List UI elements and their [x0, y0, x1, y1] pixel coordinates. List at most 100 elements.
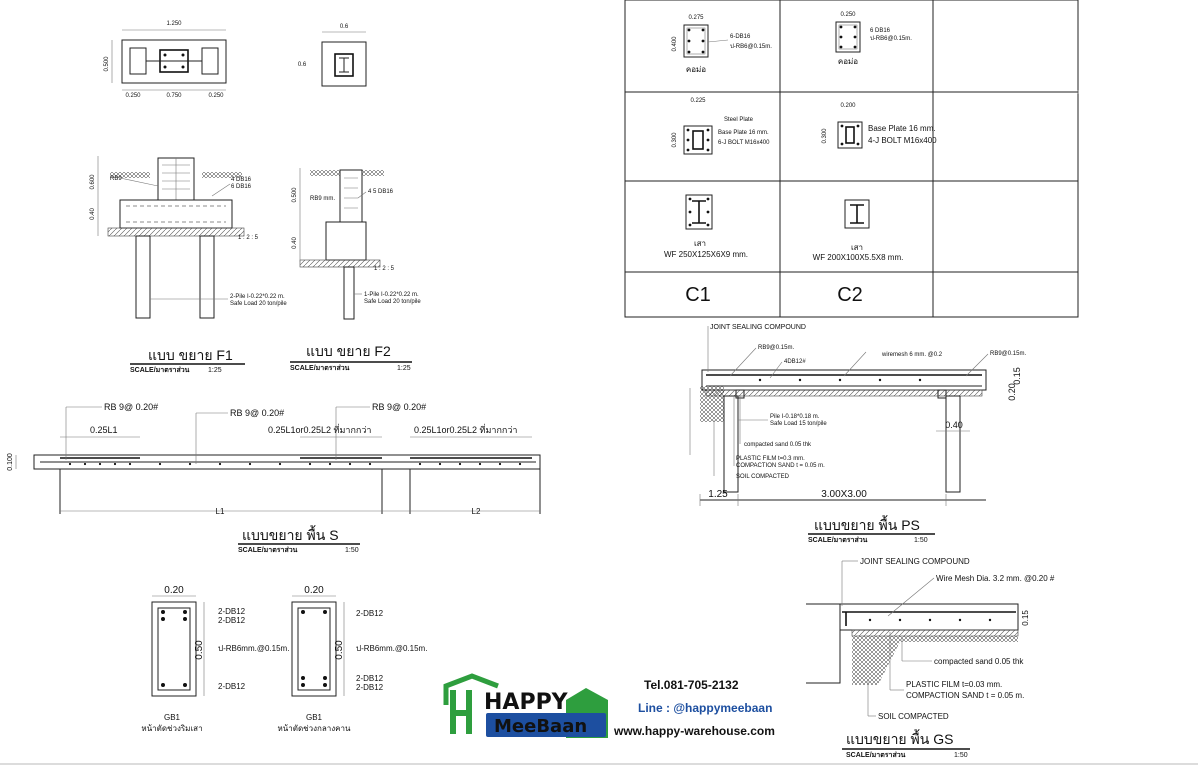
gs-compaction: COMPACTION SAND t = 0.05 m.	[906, 691, 1024, 700]
c1-top-db: 6-DB16	[730, 34, 751, 40]
gs-scale: 1:50	[954, 752, 968, 759]
gb1-mid-w: 0.20	[304, 585, 324, 596]
brand-tel: Tel.081-705-2132	[644, 678, 739, 692]
f1-sec-pile: 2-Pile I-0.22*0.22 m.	[230, 294, 285, 300]
slab-gs: JOINT SEALING COMPOUND Wire Mesh Dia. 3.…	[806, 557, 1055, 759]
gs-mesh: Wire Mesh Dia. 3.2 mm. @0.20 #	[936, 574, 1055, 583]
gs-d015: 0.15	[1021, 610, 1030, 626]
slab-s-title: แบบขยาย พื้น S	[242, 525, 339, 543]
beam-gb1-edge: 0.20 0.50 2-DB12 2-DB12 ป-RB6mm.@0.15m. …	[141, 585, 289, 733]
c2-top-label: คอม่อ	[838, 57, 858, 66]
gb1-mid-desc: หน้าตัดช่วงกลางคาน	[278, 724, 351, 733]
ps-d020: 0.20	[1007, 383, 1017, 401]
brand-logo: HAPPY MeeBaan	[443, 673, 608, 738]
gb1-edge-bot: 2-DB12	[218, 682, 246, 691]
c1-wf: WF 250X125X6X9 mm.	[664, 250, 748, 259]
f2-sec-pile: 1-Pile I-0.22*0.22 m.	[364, 292, 419, 298]
c2-wf: WF 200X100X5.5X8 mm.	[813, 253, 904, 262]
c1-mid-dim: 0.225	[690, 98, 706, 104]
f2-section: 0.500 0.40 4 5 DB16 RB9 mm. 1 : 2 : 5 1-…	[292, 168, 421, 320]
f1-dim-height: 0.500	[104, 56, 110, 72]
gb1-mid-bot2: 2-DB12	[356, 683, 384, 692]
f1-section: 0.600 0.40 RB9 4 DB16 6 DB16 1 : 2 : 5 2…	[90, 156, 287, 319]
f1-plan: 1.250 0.500 0.250 0.750 0.250	[104, 21, 227, 99]
f1-sec-h2: 0.600	[90, 174, 96, 190]
f1-sec-db1: 4 DB16	[231, 177, 252, 183]
ps-mesh: wiremesh 6 mm. @0.2	[881, 352, 943, 358]
ps-pile: Pile I-0.18*0.18 m.	[770, 414, 820, 420]
f1-dim-a: 0.250	[125, 93, 141, 99]
ps-title: แบบขยาย พื้น PS	[814, 515, 920, 533]
slab-s-l1: L1	[216, 507, 225, 516]
c2-mid-bolt: 4-J BOLT M16x400	[868, 136, 937, 145]
f1-title: แบบ ขยาย F1	[148, 347, 233, 363]
slab-s-mid-note: 0.25L1or0.25L2 ที่มากกว่า	[268, 423, 371, 435]
gb1-edge-rb: ป-RB6mm.@0.15m.	[218, 644, 289, 653]
c2-mid-plate: Base Plate 16 mm.	[868, 124, 936, 133]
slab-s-l2: L2	[472, 507, 481, 516]
gs-title: แบบขยาย พื้น GS	[846, 729, 953, 747]
ps-db: 4DB12#	[784, 359, 806, 365]
slab-s-scale: 1:50	[345, 547, 359, 554]
gb1-mid-h: 0.50	[334, 640, 345, 660]
c1-top-rb: ป-RB6@0.15m.	[730, 43, 772, 50]
f1-sec-load: Safe Load 20 ton/pile	[230, 301, 287, 307]
gb1-edge-desc: หน้าตัดช่วงริมเสา	[141, 724, 202, 733]
c1-top-dim: 0.275	[688, 15, 704, 21]
slab-s-right-note: 0.25L1or0.25L2 ที่มากกว่า	[414, 423, 517, 435]
f1-sec-rb: RB9	[110, 176, 122, 182]
f1-sec-h1: 0.40	[90, 208, 96, 220]
ps-d015: 0.15	[1012, 367, 1022, 385]
c1-wf-label: เสา	[694, 239, 706, 248]
brand-web: www.happy-warehouse.com	[613, 724, 775, 738]
ps-rb-left: RB9@0.15m.	[758, 345, 794, 351]
f1-dim-total: 1.250	[166, 21, 182, 27]
logo-happy: HAPPY	[484, 690, 569, 715]
slab-s-thk: 0.100	[7, 453, 14, 471]
brand-contact: Tel.081-705-2132 Line : @happymeebaan ww…	[613, 678, 775, 738]
gb1-edge-w: 0.20	[164, 585, 184, 596]
ps-d040: 0.40	[945, 420, 963, 430]
c1-mid-plate2: Base Plate 16 mm.	[718, 130, 769, 136]
f1-scale: 1:25	[208, 367, 222, 374]
c1-name: C1	[685, 284, 711, 306]
ps-rb-right: RB9@0.15m.	[990, 351, 1026, 357]
gb1-mid-name: GB1	[306, 713, 323, 722]
c1-mid-bolt: 6-J BOLT M16x400	[718, 140, 770, 146]
f2-title-block: แบบ ขยาย F2 SCALE/มาตราส่วน 1:25	[290, 343, 412, 372]
f2-sec-h2: 0.500	[292, 187, 298, 203]
c2-mid-dim: 0.200	[840, 103, 856, 109]
ps-span: 3.00X3.00	[821, 489, 867, 500]
ps-scale-label: SCALE/มาตราส่วน	[808, 536, 868, 544]
gb1-edge-top1: 2-DB12	[218, 607, 246, 616]
gb1-edge-name: GB1	[164, 713, 181, 722]
f2-dim-h: 0.6	[298, 62, 307, 68]
gs-soil: SOIL COMPACTED	[878, 712, 949, 721]
c2-name: C2	[837, 284, 863, 306]
slab-s-scale-label: SCALE/มาตราส่วน	[238, 546, 298, 554]
f1-sec-db2: 6 DB16	[231, 184, 252, 190]
gs-scale-label: SCALE/มาตราส่วน	[846, 751, 906, 759]
f2-sec-ratio: 1 : 2 : 5	[374, 266, 395, 272]
gb1-mid-bot1: 2-DB12	[356, 674, 384, 683]
c2-wf-label: เสา	[851, 243, 863, 252]
c1-top-label: คอม่อ	[686, 65, 706, 74]
f1-scale-label: SCALE/มาตราส่วน	[130, 366, 190, 374]
c2-mid-h: 0.300	[822, 128, 828, 144]
slab-s-l1-note: 0.25L1	[90, 425, 118, 435]
slab-s: L1 L2 0.25L1 0.25L1or0.25L2 ที่มากกว่า 0…	[7, 402, 541, 554]
f2-sec-rb: RB9 mm.	[310, 196, 335, 202]
c2-top-rb: ป-RB6@0.15m.	[870, 35, 912, 42]
c1-mid-plate1: Steel Plate	[724, 117, 754, 123]
ps-film: PLASTIC FILM t=0.3 mm.	[736, 456, 805, 462]
f2-plan: 0.6 0.6	[298, 24, 367, 87]
f2-scale-label: SCALE/มาตราส่วน	[290, 364, 350, 372]
brand-line: Line : @happymeebaan	[638, 701, 772, 715]
c2-top-dim: 0.250	[840, 12, 856, 18]
gb1-mid-rb: ป-RB6mm.@0.15m.	[356, 644, 427, 653]
slab-s-rb1: RB 9@ 0.20#	[104, 402, 158, 412]
f2-sec-load: Safe Load 20 ton/pile	[364, 299, 421, 305]
f2-sec-h1: 0.40	[292, 237, 298, 249]
gs-joint: JOINT SEALING COMPOUND	[860, 557, 970, 566]
